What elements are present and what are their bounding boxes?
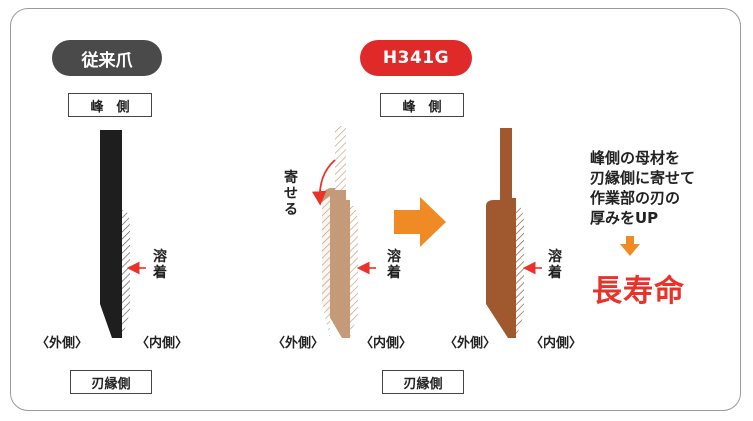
- h341g-before-outer-label: 〈外側〉: [272, 336, 325, 351]
- shift-arrow: [312, 159, 336, 206]
- description-text: 峰側の母材を 刃縁側に寄せて 作業部の刃の 厚みをUP: [590, 148, 695, 228]
- conventional-blade: [100, 130, 130, 338]
- h341g-bottom-label: 刃縁側: [382, 370, 464, 394]
- conventional-badge: 従来爪: [52, 40, 162, 76]
- description-line: 峰側の母材を: [590, 149, 681, 167]
- diagram-frame: [10, 8, 741, 411]
- h341g-before-inner-label: 〈内側〉: [360, 336, 413, 351]
- description-line: 厚みをUP: [590, 209, 659, 227]
- h341g-before-blade: [322, 126, 358, 338]
- h341g-badge: H341G: [360, 40, 472, 76]
- result-arrow-icon: [620, 236, 640, 256]
- description-line: 刃縁側に寄せて: [590, 169, 696, 187]
- h341g-after-inner-label: 〈内側〉: [530, 336, 583, 351]
- transform-arrow-icon: [394, 197, 446, 247]
- conventional-bottom-label: 刃縁側: [70, 370, 152, 394]
- result-text: 長寿命: [592, 274, 685, 309]
- h341g-before-weld-label: 溶着: [387, 249, 401, 281]
- conventional-weld-label: 溶着: [153, 249, 167, 281]
- conventional-inner-label: 〈内側〉: [136, 336, 189, 351]
- conventional-outer-label: 〈外側〉: [36, 336, 89, 351]
- h341g-after-blade: [486, 128, 524, 338]
- shift-label: 寄せる: [284, 170, 298, 218]
- h341g-top-label: 峰 側: [380, 93, 464, 117]
- h341g-after-outer-label: 〈外側〉: [444, 336, 497, 351]
- h341g-after-weld-label: 溶着: [548, 249, 562, 281]
- conventional-top-label: 峰 側: [68, 93, 152, 117]
- description-line: 作業部の刃の: [590, 189, 681, 207]
